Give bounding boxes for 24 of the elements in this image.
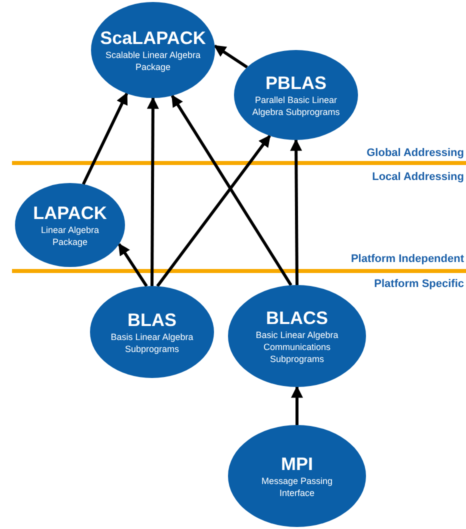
node-title: MPI — [280, 452, 313, 476]
node-subtitle: Message Passing Interface — [260, 475, 334, 500]
node-title: PBLAS — [265, 72, 326, 94]
arrow — [146, 96, 159, 286]
node-title: ScaLAPACK — [100, 26, 206, 50]
node-title: BLACS — [266, 306, 328, 330]
node-subtitle: Linear Algebra Package — [40, 224, 100, 248]
node-subtitle: Basis Linear Algebra Subprograms — [110, 331, 194, 356]
zone-label: Local Addressing — [372, 170, 464, 185]
node-subtitle: Scalable Linear Algebra Package — [105, 49, 201, 74]
zone-label: Platform Specific — [374, 277, 464, 292]
node-subtitle: Basic Linear Algebra Communications Subprograms — [254, 329, 340, 366]
node-title: LAPACK — [33, 202, 107, 224]
arrow — [82, 92, 128, 185]
arrow — [156, 134, 271, 288]
node-title: BLAS — [128, 308, 176, 332]
node-subtitle: Parallel Basic Linear Algebra Subprograms — [251, 94, 341, 118]
zone-label: Platform Independent — [350, 252, 464, 267]
zone-label: Global Addressing — [366, 146, 464, 161]
arrow — [290, 138, 302, 285]
arrow — [118, 243, 148, 287]
arrow — [214, 44, 248, 69]
arrow — [291, 386, 303, 425]
arrow — [170, 94, 292, 286]
